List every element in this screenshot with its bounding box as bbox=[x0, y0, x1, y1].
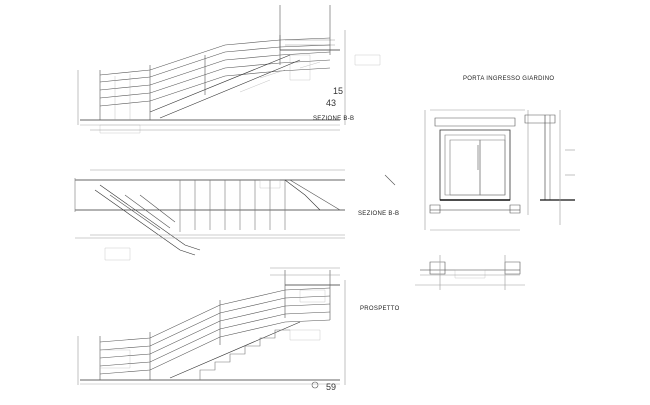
door-detail-title: PORTA INGRESSO GIARDINO bbox=[463, 76, 555, 82]
section-title-middle: SEZIONE B-B bbox=[358, 211, 400, 217]
number-43: 43 bbox=[326, 98, 337, 108]
prospetto-title: PROSPETTO bbox=[360, 306, 400, 312]
number-15: 15 bbox=[333, 86, 344, 96]
stair-elevation-bottom bbox=[78, 268, 345, 389]
section-title-top: SEZIONE B-B bbox=[313, 116, 355, 122]
stair-plan-middle bbox=[75, 170, 395, 260]
stair-section-top bbox=[78, 5, 380, 133]
door-detail bbox=[415, 110, 575, 290]
number-59: 59 bbox=[326, 382, 337, 392]
